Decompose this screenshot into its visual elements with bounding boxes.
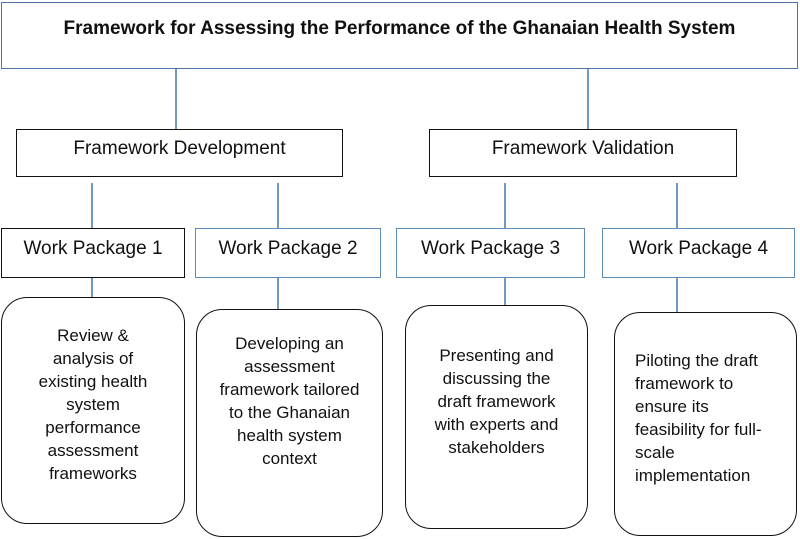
work-package-3-description: Presenting and discussing the draft fram… [405,305,588,529]
phase-framework-development: Framework Development [16,129,343,177]
phase-label: Framework Validation [491,138,675,159]
connector-wp2-to-desc2 [277,277,279,309]
connector-validation-to-wp4 [676,183,678,229]
work-package-2-description: Developing an assessment framework tailo… [196,309,383,537]
work-package-4-description: Piloting the draft framework to ensure i… [614,312,797,536]
description-text: Presenting and discussing the draft fram… [434,346,559,457]
connector-wp4-to-desc4 [676,277,678,313]
connector-validation-to-wp3 [504,183,506,229]
connector-development-to-wp2 [277,183,279,229]
work-package-label: Work Package 4 [628,238,769,259]
connector-wp3-to-desc3 [504,277,506,305]
description-text: Review & analysis of existing health sys… [38,326,148,483]
description-text: Piloting the draft framework to ensure i… [635,351,762,485]
phase-label: Framework Development [73,138,286,159]
phase-framework-validation: Framework Validation [429,129,737,177]
work-package-4: Work Package 4 [602,228,795,278]
work-package-label: Work Package 3 [420,238,561,259]
connector-development-to-wp1 [91,183,93,229]
work-package-3: Work Package 3 [396,228,585,278]
connector-title-to-development [175,69,177,129]
work-package-1-description: Review & analysis of existing health sys… [1,297,185,524]
work-package-label: Work Package 2 [218,238,358,259]
diagram-title: Framework for Assessing the Performance … [1,2,798,69]
connector-title-to-validation [587,69,589,129]
description-text: Developing an assessment framework tailo… [219,334,360,468]
work-package-1: Work Package 1 [1,228,185,278]
work-package-label: Work Package 1 [23,238,163,259]
connector-wp1-to-desc1 [91,277,93,297]
diagram-title-text: Framework for Assessing the Performance … [63,17,736,39]
work-package-2: Work Package 2 [195,228,381,278]
